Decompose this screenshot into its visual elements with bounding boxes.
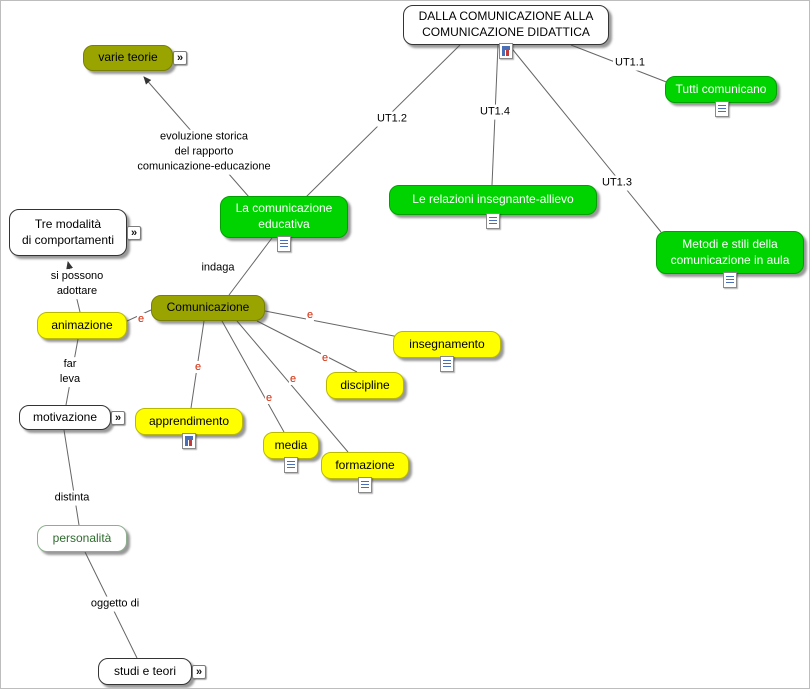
link-label-evoluzione[interactable]: evoluzione storica del rapporto comunica…	[135, 129, 273, 175]
resource-icon-apprendimento[interactable]	[182, 433, 196, 449]
concept-label: apprendimento	[148, 413, 230, 428]
link-label-ut1-3[interactable]: UT1.3	[600, 175, 634, 191]
link-label-ut1-4[interactable]: UT1.4	[478, 104, 512, 120]
concept-comunicazione-educativa[interactable]: La comunicazione educativa	[220, 196, 348, 238]
concept-label: motivazione	[32, 409, 98, 424]
concept-label: discipline	[340, 377, 390, 392]
concept-metodi-stili[interactable]: Metodi e stili della comunicazione in au…	[656, 231, 804, 274]
concept-media[interactable]: media	[263, 432, 319, 459]
concept-tutti-comunicano[interactable]: Tutti comunicano	[665, 76, 777, 103]
concept-label: Tre modalità di comportamenti	[21, 216, 115, 247]
edge-root-metodi-stili	[508, 44, 662, 233]
concept-personalita[interactable]: personalità	[37, 525, 127, 552]
link-label-si-possono-adottare[interactable]: si possono adottare	[48, 269, 106, 299]
annotation-icon[interactable]: »	[192, 664, 206, 679]
resource-icon-insegnamento[interactable]	[440, 356, 454, 372]
link-label-ut1-1[interactable]: UT1.1	[613, 55, 647, 71]
resource-icon-comunicazione-educativa[interactable]	[277, 236, 291, 252]
concept-apprendimento[interactable]: apprendimento	[135, 408, 243, 435]
concept-label: animazione	[51, 317, 113, 332]
edge-comunicazione-media	[221, 320, 285, 433]
resource-icon-metodi-stili[interactable]	[723, 272, 737, 288]
edge-comunicazione-insegnamento	[264, 310, 400, 338]
link-label-e-insegnamento[interactable]: e	[305, 309, 315, 321]
concept-label: varie teorie	[98, 50, 158, 65]
edge-comunicazione-discipline	[256, 320, 358, 373]
link-label-distinta[interactable]: distinta	[52, 490, 92, 506]
annotation-icon[interactable]: »	[173, 51, 187, 65]
resource-icon-relazioni[interactable]	[486, 213, 500, 229]
edge-comunicazione-formazione	[236, 320, 349, 453]
concept-studi-e-teori[interactable]: studi e teori »	[98, 658, 206, 685]
concept-label: Le relazioni insegnante-allievo	[412, 192, 574, 207]
link-label-oggetto-di[interactable]: oggetto di	[88, 596, 142, 612]
concept-label: personalità	[52, 530, 112, 545]
concept-label: formazione	[335, 457, 395, 472]
link-label-e-media[interactable]: e	[264, 392, 274, 404]
link-label-e-apprendimento[interactable]: e	[193, 361, 203, 373]
concept-label: Metodi e stili della comunicazione in au…	[670, 236, 790, 267]
edge-motivazione-personalita	[63, 429, 80, 526]
concept-label: insegnamento	[409, 336, 485, 351]
link-label-e-discipline[interactable]: e	[320, 352, 330, 364]
annotation-icon[interactable]: »	[127, 225, 141, 240]
concept-label: Tutti comunicano	[675, 81, 767, 96]
resource-icon-formazione[interactable]	[358, 477, 372, 493]
concept-discipline[interactable]: discipline	[326, 372, 404, 399]
link-label-e-animazione[interactable]: e	[136, 313, 146, 325]
concept-varie-teorie[interactable]: varie teorie »	[83, 45, 187, 71]
annotation-icon[interactable]: »	[111, 410, 125, 425]
resource-icon-tutti-comunicano[interactable]	[715, 101, 729, 117]
concept-comunicazione[interactable]: Comunicazione	[151, 295, 265, 321]
concept-root[interactable]: DALLA COMUNICAZIONE ALLA COMUNICAZIONE D…	[403, 5, 609, 45]
concept-tre-modalita[interactable]: Tre modalità di comportamenti »	[9, 209, 141, 256]
link-label-e-formazione[interactable]: e	[288, 373, 298, 385]
edge-comunicazione-educativa-comunicazione	[228, 237, 273, 296]
concept-label: media	[274, 437, 308, 452]
resource-icon-root[interactable]	[499, 43, 513, 59]
concept-formazione[interactable]: formazione	[321, 452, 409, 479]
link-label-far-leva[interactable]: far leva	[57, 357, 83, 387]
link-label-ut1-2[interactable]: UT1.2	[375, 111, 409, 127]
concept-label: DALLA COMUNICAZIONE ALLA COMUNICAZIONE D…	[418, 9, 594, 39]
link-label-indaga[interactable]: indaga	[199, 260, 237, 276]
concept-animazione[interactable]: animazione	[37, 312, 127, 339]
concept-motivazione[interactable]: motivazione »	[19, 405, 125, 430]
concept-label: Comunicazione	[166, 300, 250, 315]
concept-label: La comunicazione educativa	[235, 201, 333, 231]
resource-icon-media[interactable]	[284, 457, 298, 473]
concept-insegnamento[interactable]: insegnamento	[393, 331, 501, 358]
concept-label: studi e teori	[113, 663, 177, 678]
concept-relazioni-insegnante-allievo[interactable]: Le relazioni insegnante-allievo	[389, 185, 597, 215]
